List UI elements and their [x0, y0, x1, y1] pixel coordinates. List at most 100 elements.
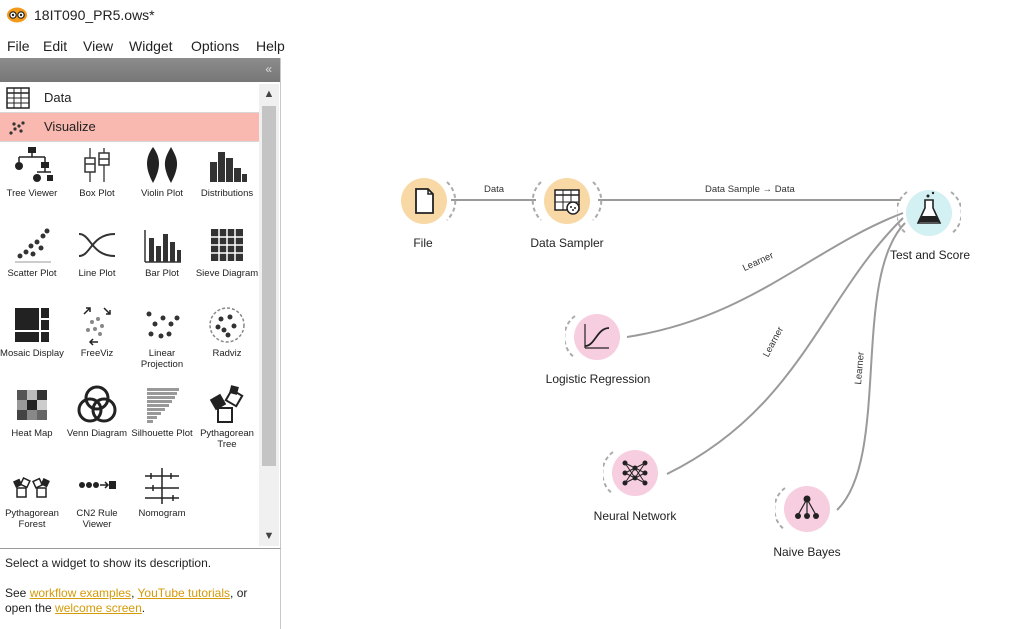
category-data-label: Data	[44, 90, 72, 105]
widget-nomogram[interactable]: Nomogram	[130, 464, 194, 542]
widget-toolbox: « Data Visualize	[0, 58, 281, 548]
menu-view[interactable]: View	[83, 38, 114, 54]
widget-distributions[interactable]: Distributions	[195, 144, 259, 222]
menu-edit[interactable]: Edit	[43, 38, 68, 54]
edge-label-data-sample: Data Sample → Data	[705, 184, 795, 195]
edge-label-data: Data	[484, 184, 505, 195]
violin-plot-icon	[147, 147, 178, 183]
widget-label: Venn Diagram	[66, 428, 128, 439]
venn-diagram-icon	[77, 385, 117, 423]
cn2-rule-viewer-icon	[79, 481, 116, 489]
test-and-score-node-graphic	[895, 190, 963, 236]
link-logistic-regression-to-test-and-score	[626, 212, 904, 338]
widget-cn2-rule-viewer[interactable]: CN2 Rule Viewer	[65, 464, 129, 542]
menu-help[interactable]: Help	[256, 38, 285, 54]
category-visualize[interactable]: Visualize	[0, 113, 259, 142]
linear-projection-icon	[146, 311, 180, 339]
box-plot-icon	[84, 148, 110, 182]
scroll-up-icon[interactable]: ▲	[263, 88, 275, 100]
description-text: Select a widget to show its description.	[5, 556, 212, 570]
widget-label: Mosaic Display	[0, 348, 64, 359]
node-naive-bayes[interactable]	[773, 482, 839, 536]
table-icon	[6, 87, 30, 109]
window-title: 18IT090_PR5.ows*	[34, 7, 155, 23]
widget-label: Heat Map	[11, 428, 53, 439]
orange-app-icon	[7, 7, 27, 23]
widget-pythagorean-tree[interactable]: Pythagorean Tree	[195, 384, 259, 462]
widget-freeviz[interactable]: FreeViz	[65, 304, 129, 382]
pythagorean-tree-icon	[209, 385, 244, 423]
menu-widget[interactable]: Widget	[129, 38, 173, 54]
node-neural-network[interactable]	[601, 446, 667, 500]
widget-violin-plot[interactable]: Violin Plot	[130, 144, 194, 222]
title-bar: 18IT090_PR5.ows*	[0, 0, 1024, 32]
silhouette-plot-icon	[147, 388, 179, 423]
toolbox-header: «	[0, 58, 280, 82]
widget-heat-map[interactable]: Heat Map	[0, 384, 64, 462]
node-data-sampler-label: Data Sampler	[530, 236, 604, 250]
widget-label: Pythagorean Tree	[200, 428, 254, 450]
widget-label: FreeViz	[80, 348, 114, 359]
logistic-regression-node-graphic	[563, 314, 620, 360]
welcome-screen-link[interactable]: welcome screen	[55, 601, 142, 615]
node-data-sampler[interactable]	[531, 174, 603, 228]
widget-label: Box Plot	[79, 188, 115, 199]
widget-pythagorean-forest[interactable]: Pythagorean Forest	[0, 464, 64, 542]
heat-map-icon	[17, 390, 47, 420]
toolbox-scrollbar[interactable]: ▲ ▼	[259, 84, 279, 546]
scroll-thumb[interactable]	[262, 106, 276, 466]
menu-file[interactable]: File	[7, 38, 30, 54]
link-neural-network-to-test-and-score	[666, 217, 904, 475]
pythagorean-forest-icon	[13, 477, 50, 498]
widget-line-plot[interactable]: Line Plot	[65, 224, 129, 302]
widget-label: Linear Projection	[140, 348, 184, 370]
category-data[interactable]: Data	[0, 84, 259, 113]
category-visualize-label: Visualize	[44, 119, 96, 134]
widget-label: Sieve Diagram	[195, 268, 259, 279]
tree-viewer-icon	[15, 147, 53, 182]
widget-linear-projection[interactable]: Linear Projection	[130, 304, 194, 382]
workflow-canvas[interactable]: File Data Sampler Test and Score	[281, 58, 1024, 628]
scatter-icon	[9, 121, 25, 135]
widget-label: Bar Plot	[145, 268, 179, 279]
collapse-icon[interactable]: «	[265, 62, 272, 76]
node-test-and-score-label: Test and Score	[889, 248, 971, 262]
node-file-label: File	[413, 236, 433, 250]
widget-sieve-diagram[interactable]: Sieve Diagram	[195, 224, 259, 302]
menu-options[interactable]: Options	[191, 38, 240, 54]
youtube-tutorials-link[interactable]: YouTube tutorials	[137, 586, 231, 600]
workflow-examples-link[interactable]: workflow examples	[29, 586, 132, 600]
file-node-graphic	[401, 178, 457, 224]
widget-mosaic-display[interactable]: Mosaic Display	[0, 304, 64, 382]
node-logistic-regression-label: Logistic Regression	[545, 372, 651, 386]
widget-box-plot[interactable]: Box Plot	[65, 144, 129, 222]
widget-silhouette-plot[interactable]: Silhouette Plot	[130, 384, 194, 462]
workflow-links	[451, 199, 906, 511]
neural-network-node-graphic	[601, 450, 658, 496]
widget-label: Nomogram	[138, 508, 186, 519]
scroll-down-icon[interactable]: ▼	[263, 530, 275, 542]
widget-radviz[interactable]: Radviz	[195, 304, 259, 382]
widget-label: Distributions	[200, 188, 254, 199]
distributions-icon	[210, 152, 247, 182]
widget-bar-plot[interactable]: Bar Plot	[130, 224, 194, 302]
line-plot-icon	[78, 233, 116, 257]
bar-plot-icon	[144, 230, 181, 263]
node-test-and-score[interactable]	[895, 186, 963, 240]
naive-bayes-node-graphic	[773, 486, 830, 532]
data-sampler-node-graphic	[531, 178, 603, 224]
widget-label: Violin Plot	[140, 188, 184, 199]
description-links-line: See workflow examples, YouTube tutorials…	[5, 586, 248, 600]
widget-tree-viewer[interactable]: Tree Viewer	[0, 144, 64, 222]
node-logistic-regression[interactable]	[563, 310, 629, 364]
widget-venn-diagram[interactable]: Venn Diagram	[65, 384, 129, 462]
node-naive-bayes-label: Naive Bayes	[773, 545, 841, 559]
widget-label: Silhouette Plot	[131, 428, 193, 439]
node-file[interactable]	[397, 174, 457, 228]
widget-scatter-plot[interactable]: Scatter Plot	[0, 224, 64, 302]
nomogram-icon	[145, 468, 179, 504]
description-panel: Select a widget to show its description.…	[0, 548, 281, 629]
description-welcome-line: open the welcome screen.	[5, 601, 146, 615]
scatter-plot-icon	[15, 228, 51, 263]
radviz-icon	[209, 307, 245, 343]
